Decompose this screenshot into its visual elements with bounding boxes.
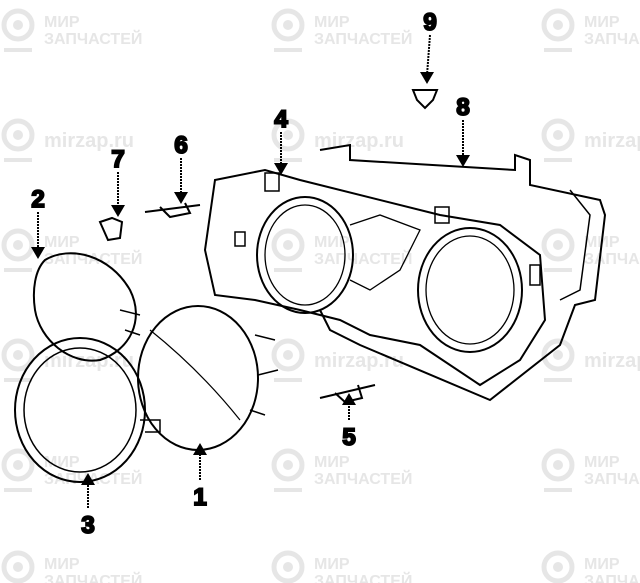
callout-2: 2 [31, 186, 44, 213]
clip-9 [411, 89, 439, 110]
adjuster-screw-6 [144, 202, 201, 219]
callout-6: 6 [174, 132, 187, 159]
housing-panel [319, 143, 607, 402]
retaining-ring [14, 337, 161, 483]
headlight-bracket [203, 168, 547, 387]
headlamp-1 [137, 305, 279, 451]
arrowheads [31, 72, 470, 485]
callout-5: 5 [342, 424, 355, 451]
adjuster-screw-5 [319, 384, 376, 404]
callout-8: 8 [456, 94, 469, 121]
bulb-7 [98, 216, 124, 242]
callout-1: 1 [193, 484, 206, 511]
callout-9: 9 [423, 9, 436, 36]
callout-3: 3 [81, 512, 94, 539]
callout-7: 7 [111, 146, 124, 173]
leader-lines [37, 34, 464, 508]
headlamp-2 [32, 252, 141, 362]
callout-4: 4 [274, 106, 288, 133]
